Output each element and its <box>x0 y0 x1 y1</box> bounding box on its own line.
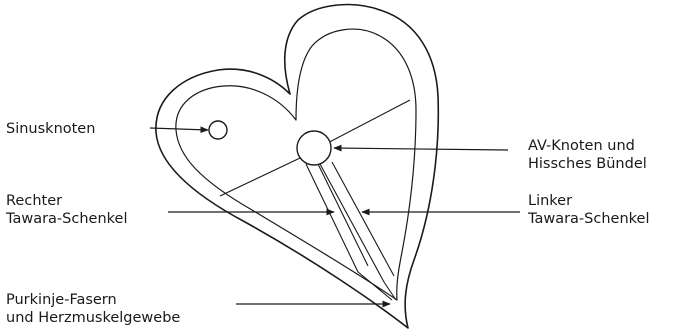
sinusknoten-node <box>209 121 227 139</box>
heart-inner-outline <box>176 29 416 300</box>
rechter-tawara-schenkel-branch <box>306 164 368 272</box>
av-knoten-node <box>297 131 331 165</box>
label-linker-line1: Linker <box>528 193 572 209</box>
label-av-knoten-line2: Hissches Bündel <box>528 156 647 172</box>
label-purkinje-line2: und Herzmuskelgewebe <box>6 310 180 326</box>
septum-lower-line <box>220 158 300 196</box>
linker-tawara-schenkel-branch <box>320 162 394 282</box>
label-sinusknoten: Sinusknoten <box>6 121 95 137</box>
label-rechter-line1: Rechter <box>6 193 62 209</box>
heart-outer-outline <box>156 5 438 328</box>
label-purkinje-line1: Purkinje-Fasern <box>6 292 117 308</box>
label-linker-line2: Tawara-Schenkel <box>527 211 649 227</box>
septum-upper-line <box>318 100 410 148</box>
av-knoten-arrow <box>334 148 508 150</box>
label-rechter-line2: Tawara-Schenkel <box>5 211 127 227</box>
sinusknoten-arrow <box>150 128 208 130</box>
label-av-knoten-line1: AV-Knoten und <box>528 138 635 154</box>
